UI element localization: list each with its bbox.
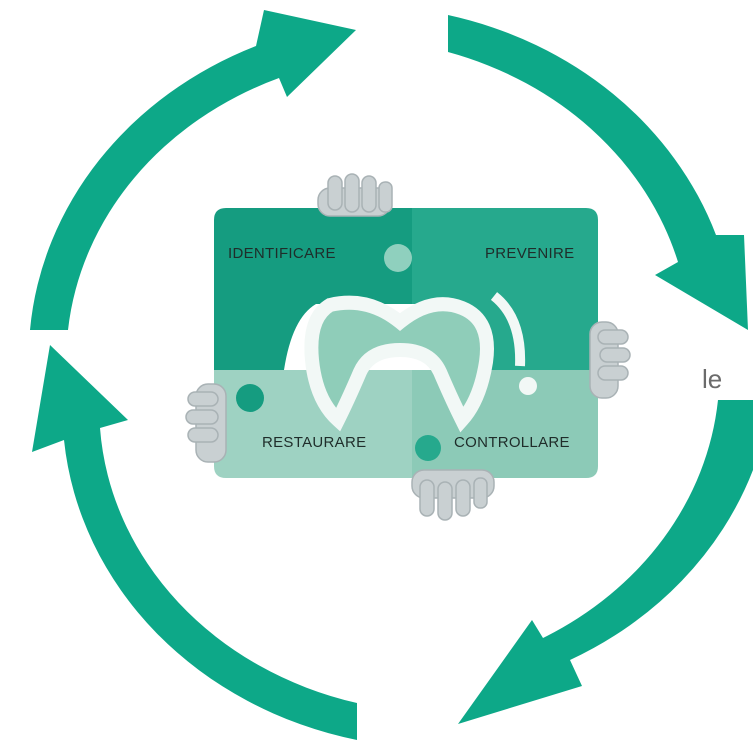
hand-left — [185, 383, 227, 463]
hand-right — [589, 321, 631, 399]
piece-identificare — [214, 208, 412, 370]
cycle-arrows — [30, 10, 753, 740]
hand-top — [317, 173, 393, 217]
side-text: le — [702, 364, 722, 394]
tooth-shape — [304, 295, 494, 433]
hand-bottom — [411, 469, 495, 521]
label-identificare: IDENTIFICARE — [228, 245, 336, 262]
knob-right — [553, 372, 581, 400]
arrow-bottom-left — [32, 345, 357, 740]
arrow-top-right — [448, 15, 748, 330]
tooth-accent — [490, 292, 526, 367]
label-prevenire: PREVENIRE — [485, 245, 574, 262]
arrow-bottom-right — [458, 400, 753, 724]
puzzle-board: IDENTIFICARE PREVENIRE RESTAURARE CONTRO… — [185, 173, 631, 521]
knob-left — [236, 384, 264, 412]
knob-top — [384, 244, 412, 272]
tooth-dot — [519, 377, 537, 395]
knob-bottom — [415, 435, 441, 461]
arrow-top-left — [30, 10, 356, 330]
label-controllare: CONTROLLARE — [454, 434, 570, 451]
label-restaurare: RESTAURARE — [262, 434, 366, 451]
